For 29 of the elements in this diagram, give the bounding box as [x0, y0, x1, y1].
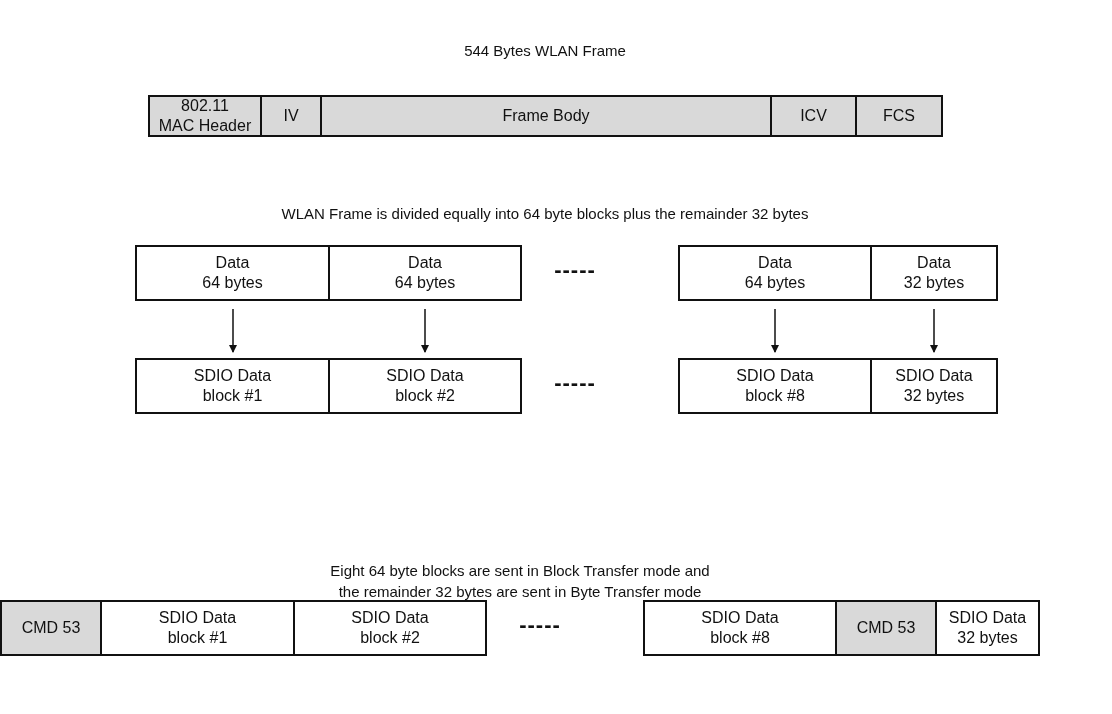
arrow — [229, 308, 237, 353]
frame-field: SDIO Data 32 bytes — [870, 358, 998, 414]
arrow — [930, 308, 938, 353]
frame-field: SDIO Data block #1 — [100, 600, 295, 656]
arrow — [421, 308, 429, 353]
frame-field: Data 64 bytes — [678, 245, 872, 301]
ellipsis-dashes: ----- — [554, 259, 596, 280]
frame-field: Data 32 bytes — [870, 245, 998, 301]
ellipsis-dashes: ----- — [554, 372, 596, 393]
frame-field: Data 64 bytes — [328, 245, 522, 301]
frame-field: SDIO Data block #8 — [643, 600, 837, 656]
frame-field: FCS — [855, 95, 943, 137]
frame-field: CMD 53 — [835, 600, 937, 656]
ellipsis-dashes: ----- — [519, 614, 561, 635]
frame-field: SDIO Data block #1 — [135, 358, 330, 414]
arrow — [771, 308, 779, 353]
frame-field: Frame Body — [320, 95, 772, 137]
caption-text: Eight 64 byte blocks are sent in Block Transfer mode and the remainder 32 bytes are sent in Byte Transfer mode — [330, 561, 710, 602]
frame-field: Data 64 bytes — [135, 245, 330, 301]
frame-field: SDIO Data block #2 — [293, 600, 487, 656]
frame-field: IV — [260, 95, 322, 137]
frame-field: SDIO Data block #8 — [678, 358, 872, 414]
frame-field: CMD 53 — [0, 600, 102, 656]
frame-field: SDIO Data block #2 — [328, 358, 522, 414]
frame-field: 802.11 MAC Header — [148, 95, 262, 137]
frame-title: 544 Bytes WLAN Frame — [464, 41, 626, 61]
caption-text: WLAN Frame is divided equally into 64 byte blocks plus the remainder 32 bytes — [281, 204, 809, 224]
frame-field: SDIO Data 32 bytes — [935, 600, 1040, 656]
frame-field: ICV — [770, 95, 857, 137]
